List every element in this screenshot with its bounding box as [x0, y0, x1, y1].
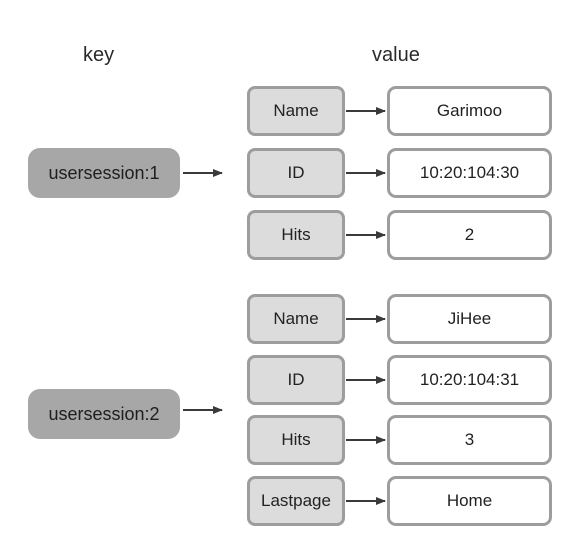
- value-id: 10:20:104:30: [387, 148, 552, 198]
- value-hits: 2: [387, 210, 552, 260]
- value-id: 10:20:104:31: [387, 355, 552, 405]
- value-name: JiHee: [387, 294, 552, 344]
- field-hits: Hits: [247, 415, 345, 465]
- key-usersession-2: usersession:2: [28, 389, 180, 439]
- key-column-header: key: [83, 44, 115, 66]
- field-name: Name: [247, 294, 345, 344]
- key-usersession-1: usersession:1: [28, 148, 180, 198]
- value-lastpage: Home: [387, 476, 552, 526]
- value-hits: 3: [387, 415, 552, 465]
- field-name: Name: [247, 86, 345, 136]
- value-column-header: value: [372, 44, 420, 66]
- field-id: ID: [247, 148, 345, 198]
- field-lastpage: Lastpage: [247, 476, 345, 526]
- field-id: ID: [247, 355, 345, 405]
- field-hits: Hits: [247, 210, 345, 260]
- value-name: Garimoo: [387, 86, 552, 136]
